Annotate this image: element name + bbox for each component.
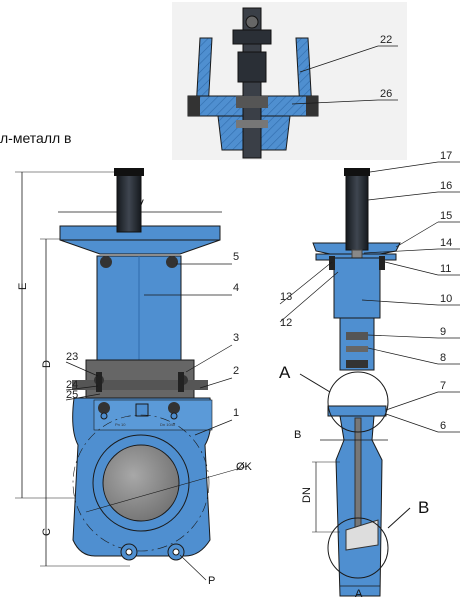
callout-10: 10 [440, 293, 452, 305]
dim-a: A [355, 588, 363, 599]
dim-k: ØK [236, 461, 253, 473]
dim-p: P [208, 575, 215, 587]
callout-3: 3 [233, 332, 239, 344]
dim-d: D [41, 360, 53, 368]
callout-6: 6 [440, 420, 446, 432]
side-view: A B B DN A 17 16 15 14 11 10 9 8 7 6 13 [279, 150, 460, 599]
body-mark-right: Dn 1040 [160, 422, 176, 427]
callout-11: 11 [440, 263, 451, 275]
callout-14: 14 [440, 237, 452, 249]
callout-17: 17 [440, 150, 452, 162]
callout-1: 1 [233, 407, 239, 419]
dim-b: B [294, 429, 301, 441]
callout-13: 13 [280, 291, 292, 303]
callout-12: 12 [280, 317, 292, 329]
dim-dn: DN [301, 487, 313, 503]
callout-8: 8 [440, 352, 446, 364]
callout-22: 23 [66, 351, 78, 363]
dim-c: C [41, 528, 53, 536]
callout-15: 15 [440, 210, 452, 222]
callout-5: 5 [233, 251, 239, 263]
callout-16: 16 [440, 180, 452, 192]
callout-26: 26 [380, 88, 392, 100]
callout-25: 22 [380, 34, 392, 46]
detail-label-a: A [279, 363, 291, 382]
callout-7: 7 [440, 380, 446, 392]
front-view: E D C ØV Pn 10 Dn 1040 [15, 168, 253, 587]
callout-4: 4 [233, 282, 239, 294]
callout-23: 24 [66, 379, 78, 391]
callout-24: 25 [66, 389, 78, 401]
callout-2: 2 [233, 365, 239, 377]
detail-label-b: B [418, 498, 429, 517]
top-detail-section: 22 26 [172, 2, 407, 160]
caption-fragment: л-металл в [0, 130, 72, 146]
body-mark-left: Pn 10 [115, 422, 126, 427]
dim-e: E [17, 283, 29, 290]
callout-9: 9 [440, 326, 446, 338]
